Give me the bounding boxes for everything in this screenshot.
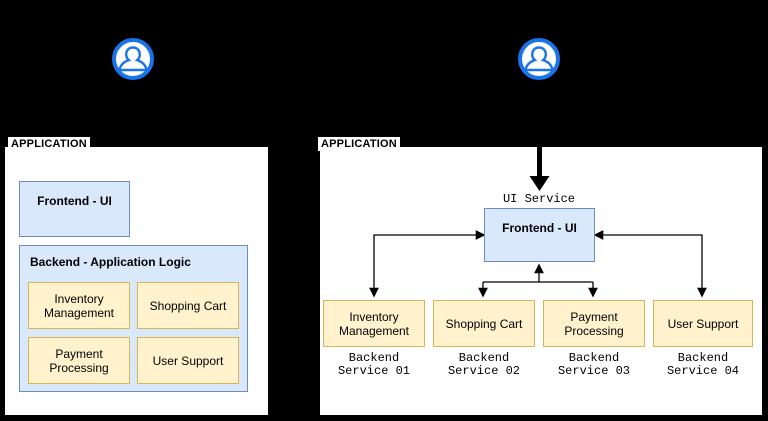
ui-service-label: UI Service	[502, 192, 575, 206]
left-frontend-label: Frontend - UI	[37, 194, 112, 208]
right-frontend-box: Frontend - UI	[484, 208, 595, 262]
backend-service-03-caption: Backend Service 03	[557, 351, 630, 378]
module-inventory-management: Inventory Management	[28, 282, 130, 329]
service-inventory-management: Inventory Management	[323, 300, 425, 347]
service-user-support: User Support	[653, 300, 753, 347]
service-shopping-cart: Shopping Cart	[433, 300, 535, 347]
module-user-support: User Support	[137, 337, 239, 384]
user-icon	[112, 38, 154, 80]
module-payment-processing: Payment Processing	[28, 337, 130, 384]
backend-service-01-caption: Backend Service 01	[337, 351, 410, 378]
user-icon	[518, 38, 560, 80]
backend-service-04-caption: Backend Service 04	[666, 351, 739, 378]
right-application-label: APPLICATION	[318, 137, 400, 151]
module-shopping-cart: Shopping Cart	[137, 282, 239, 329]
right-frontend-label: Frontend - UI	[502, 221, 577, 235]
left-application-label: APPLICATION	[8, 137, 90, 151]
service-payment-processing: Payment Processing	[543, 300, 645, 347]
backend-service-02-caption: Backend Service 02	[447, 351, 520, 378]
left-frontend-box: Frontend - UI	[19, 181, 130, 237]
left-backend-title: Backend - Application Logic	[30, 255, 191, 269]
